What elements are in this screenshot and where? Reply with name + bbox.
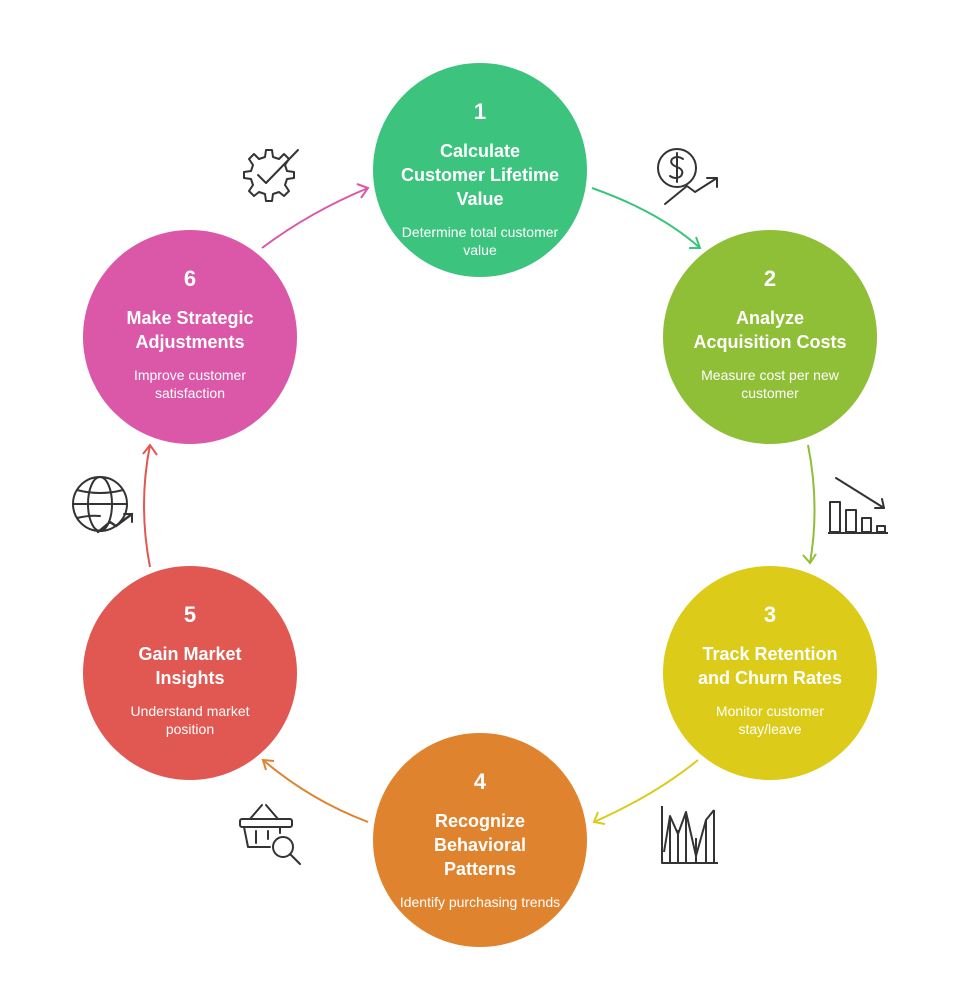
step-5-circle: 5 Gain Market Insights Understand market… [83,566,297,780]
dollar-growth-icon [655,144,723,208]
arrowhead-6-to-1 [356,183,370,199]
arrow-5-to-6 [143,444,151,568]
step-2-title: Analyze Acquisition Costs [693,308,847,352]
volatile-chart-icon [656,802,722,868]
step-5-title: Gain Market Insights [138,644,242,688]
step-2-description: Measure cost per new customer [701,367,839,401]
step-5-number: 5 [183,602,197,627]
gear-check-icon [238,146,302,208]
step-1-description: Determine total customer value [401,224,559,258]
step-3-circle: 3 Track Retention and Churn Rates Monito… [663,566,877,780]
arrow-3-to-4 [593,759,699,823]
step-6-description: Improve customer satisfaction [133,367,247,401]
step-4-circle: 4 Recognize Behavioral Patterns Identify… [373,733,587,947]
step-4-title: Recognize Behavioral Patterns [433,811,527,879]
arrowhead-3-to-4 [592,811,606,825]
arrow-2-to-3 [807,444,816,564]
step-2-number: 2 [763,266,777,291]
step-3-description: Monitor customer stay/leave [715,703,825,737]
step-3-title: Track Retention and Churn Rates [697,644,843,688]
declining-bar-chart-icon [826,474,890,536]
step-5-description: Understand market position [130,703,250,737]
step-6-circle: 6 Make Strategic Adjustments Improve cus… [83,230,297,444]
arrow-6-to-1 [261,187,369,249]
step-2-circle: 2 Analyze Acquisition Costs Measure cost… [663,230,877,444]
arrow-1-to-2 [591,187,701,249]
arrowhead-5-to-6 [142,443,158,456]
step-4-description: Identify purchasing trends [399,894,561,910]
step-1-circle: 1 Calculate Customer Lifetime Value Dete… [373,63,587,277]
arrowhead-2-to-3 [802,553,817,565]
step-1-number: 1 [473,99,487,124]
step-1-title: Calculate Customer Lifetime Value [400,141,560,209]
step-6-number: 6 [183,266,197,291]
step-4-number: 4 [473,769,487,794]
basket-search-icon [238,803,304,867]
step-3-number: 3 [763,602,777,627]
arrow-4-to-5 [262,759,369,823]
arrowhead-4-to-5 [261,758,275,771]
arrowhead-1-to-2 [689,236,702,249]
globe-growth-icon [70,476,136,536]
step-6-title: Make Strategic Adjustments [126,308,254,352]
